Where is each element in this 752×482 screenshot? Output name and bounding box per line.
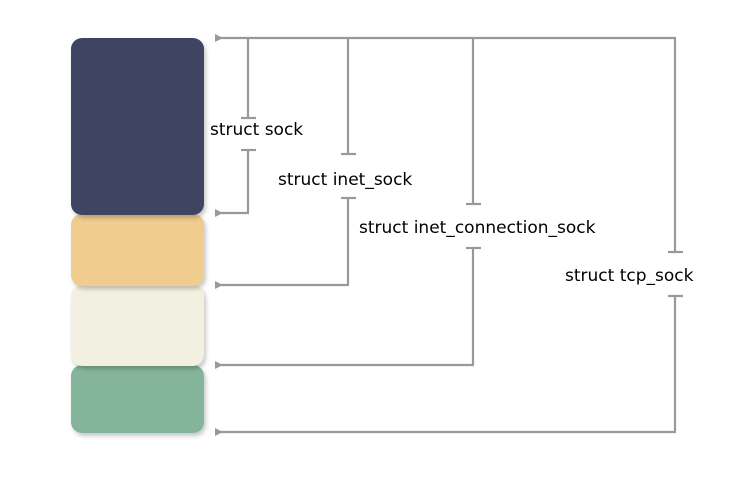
label-struct-tcp-sock: struct tcp_sock: [565, 266, 694, 286]
memory-block-inet-sock: [71, 214, 204, 286]
memory-block-tcp-sock: [71, 365, 204, 433]
memory-block-inet-connection-sock: [71, 285, 204, 366]
memory-block-sock: [71, 38, 204, 215]
label-struct-inet-sock: struct inet_sock: [278, 170, 413, 190]
label-struct-sock: struct sock: [210, 120, 304, 140]
label-struct-inet-connection-sock: struct inet_connection_sock: [359, 218, 596, 238]
